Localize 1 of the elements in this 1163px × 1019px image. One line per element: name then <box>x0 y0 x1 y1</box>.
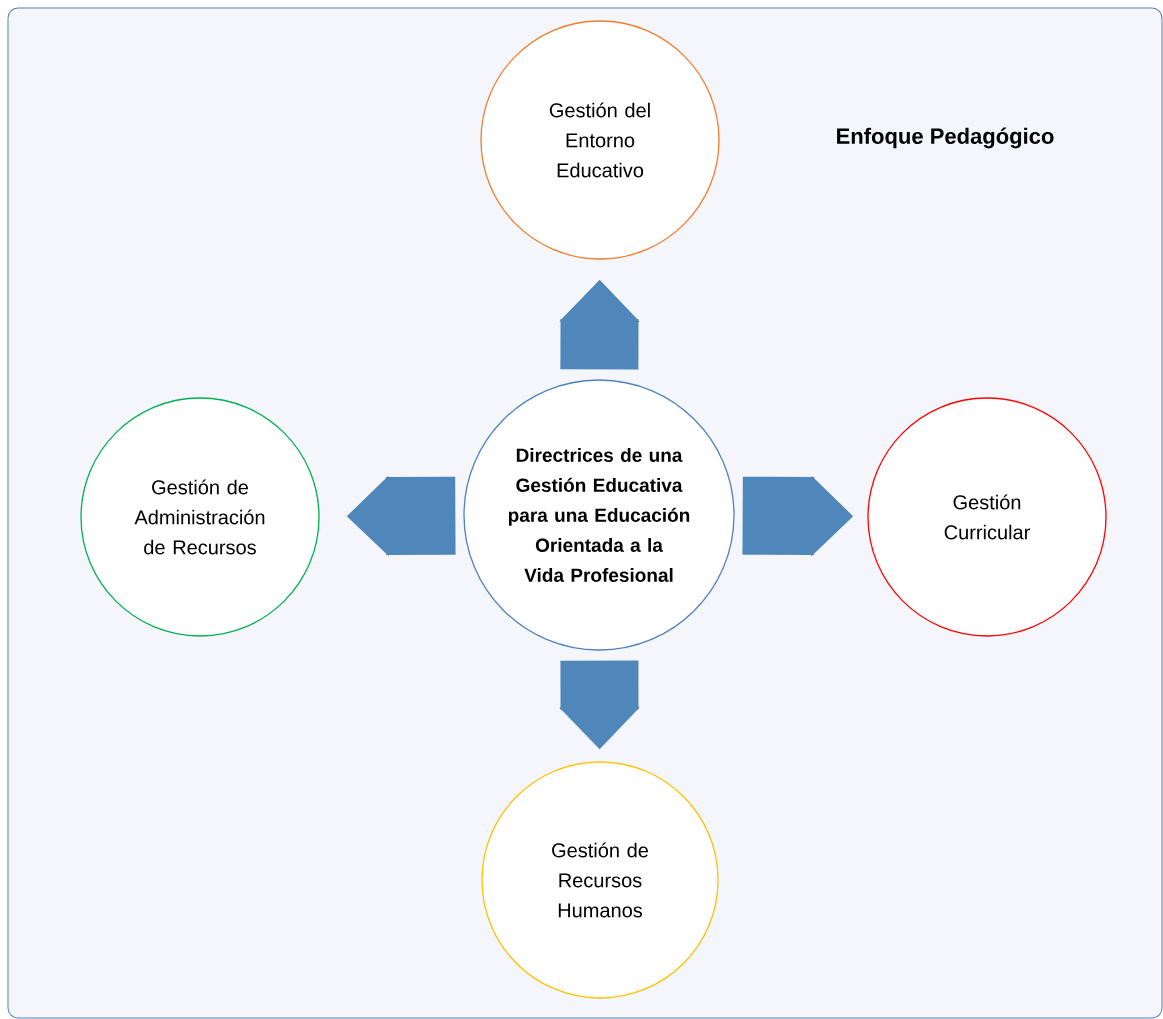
title: Enfoque Pedagógico <box>837 127 1054 149</box>
